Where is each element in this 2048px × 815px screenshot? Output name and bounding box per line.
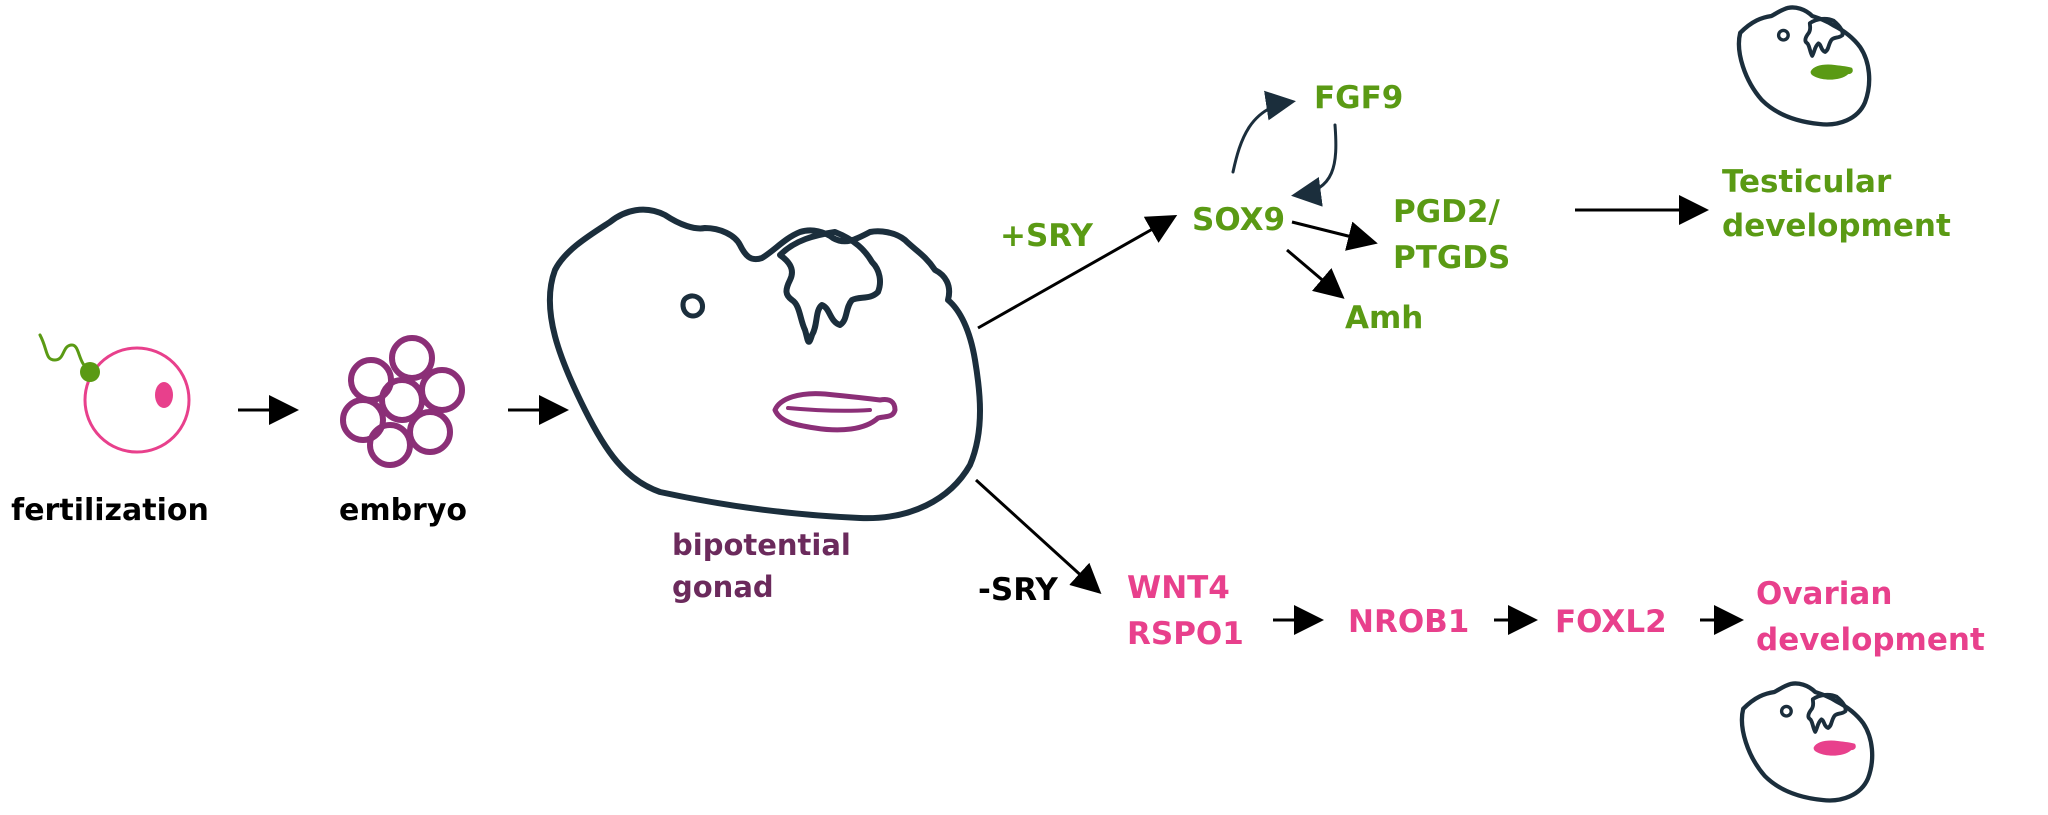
bipotential-label-line2: gonad xyxy=(672,570,774,604)
sperm-icon xyxy=(38,333,100,382)
arrow-to-minus-sry xyxy=(974,478,1102,595)
ovary-gonad-icon xyxy=(1739,681,1875,803)
wnt4-label: WNT4 xyxy=(1127,570,1230,606)
ovarian-label-line1: Ovarian xyxy=(1756,576,1892,612)
testicular-label-line1: Testicular xyxy=(1722,164,1892,200)
arrow-sox9-to-amh xyxy=(1286,248,1345,299)
minus-sry-label: -SRY xyxy=(978,572,1058,608)
amh-label: Amh xyxy=(1345,300,1423,336)
arrow-fgf9-to-sox9 xyxy=(1291,123,1338,207)
fgf9-label: FGF9 xyxy=(1314,80,1403,116)
rspo1-label: RSPO1 xyxy=(1127,616,1244,652)
nrob1-label: NROB1 xyxy=(1348,604,1469,640)
arrow-to-plus-sry xyxy=(977,215,1178,330)
foxl2-label: FOXL2 xyxy=(1555,604,1667,640)
testicular-label-line2: development xyxy=(1722,208,1951,244)
pgd2-label-line2: PTGDS xyxy=(1393,240,1510,276)
testis-gonad-icon xyxy=(1736,5,1872,127)
bipotential-gonad-icon xyxy=(546,206,983,522)
fertilization-egg-icon xyxy=(83,346,191,454)
sox9-label: SOX9 xyxy=(1192,202,1285,238)
arrow-sox9-to-pgd2 xyxy=(1291,220,1378,251)
arrow-sox9-to-fgf9 xyxy=(1231,90,1296,174)
ovarian-label-line2: development xyxy=(1756,622,1985,658)
fertilization-label: fertilization xyxy=(11,493,209,528)
plus-sry-label: +SRY xyxy=(1000,218,1093,254)
embryo-cells-icon xyxy=(340,335,465,468)
embryo-label: embryo xyxy=(339,493,467,528)
pgd2-label-line1: PGD2/ xyxy=(1393,194,1500,230)
bipotential-label-line1: bipotential xyxy=(672,528,851,562)
